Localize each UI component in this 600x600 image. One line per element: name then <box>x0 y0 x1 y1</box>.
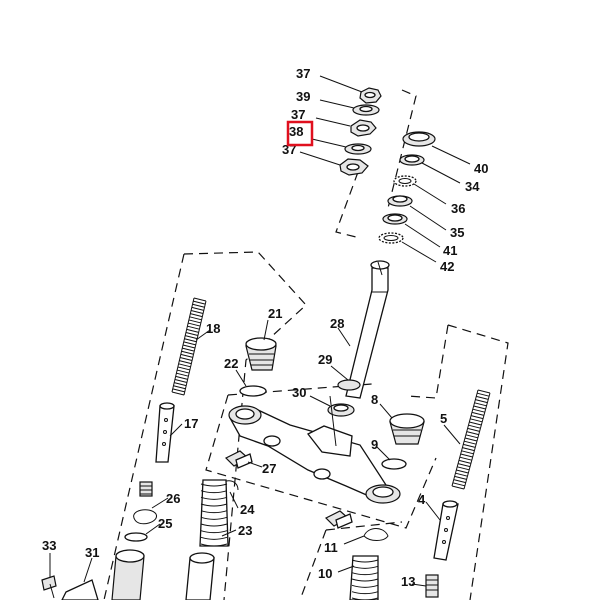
clip-12 <box>363 528 389 541</box>
callout-labels: 37 39 37 38 37 40 34 36 35 41 42 21 18 2… <box>42 66 488 589</box>
callout-25: 25 <box>158 516 172 531</box>
boot-23 <box>199 479 229 547</box>
ball-ring-36 <box>393 175 417 187</box>
o-ring-22 <box>239 385 267 397</box>
washer-38 <box>344 143 372 155</box>
callout-8: 8 <box>371 392 378 407</box>
callout-36: 36 <box>451 201 465 216</box>
callout-17: 17 <box>184 416 198 431</box>
callout-18: 18 <box>206 321 220 336</box>
cap-bolt-8 <box>389 413 425 445</box>
callout-28: 28 <box>330 316 344 331</box>
leader-lines <box>49 75 471 587</box>
bolt-11 <box>324 510 353 529</box>
spring-26 <box>139 481 153 497</box>
callout-38: 38 <box>289 124 303 139</box>
callout-4: 4 <box>418 492 426 507</box>
callout-11: 11 <box>324 540 338 555</box>
inner-tube <box>185 552 215 600</box>
washer-25 <box>124 532 148 542</box>
bracket-31 <box>61 579 99 600</box>
nut-37-top <box>359 87 382 104</box>
highlight-box-38 <box>286 120 314 147</box>
callout-33: 33 <box>42 538 56 553</box>
callout-13: 13 <box>401 574 415 589</box>
callout-29: 29 <box>318 352 332 367</box>
callout-41: 41 <box>443 243 457 258</box>
bolt-33 <box>41 575 57 599</box>
callout-10: 10 <box>318 566 332 581</box>
callout-22: 22 <box>224 356 238 371</box>
race-34 <box>399 154 425 166</box>
bearing-40 <box>402 131 436 147</box>
callout-37-middle: 37 <box>291 107 305 122</box>
outer-tube-left <box>111 549 145 600</box>
nut-37-bottom <box>339 158 369 176</box>
callout-27: 27 <box>262 461 276 476</box>
spring-13 <box>425 574 439 598</box>
callout-5: 5 <box>440 411 447 426</box>
washer-39 <box>352 104 380 116</box>
nut-37-middle <box>350 119 377 137</box>
race-41 <box>382 213 408 225</box>
callout-40: 40 <box>474 161 488 176</box>
callout-31: 31 <box>85 545 99 560</box>
callout-37-top: 37 <box>296 66 310 81</box>
race-35 <box>387 195 413 207</box>
callout-21: 21 <box>268 306 282 321</box>
under-bracket <box>228 395 401 504</box>
bolt-27 <box>224 450 253 469</box>
o-ring-9 <box>381 458 407 470</box>
spring-18 <box>171 297 207 396</box>
boot-10 <box>349 555 379 600</box>
rod-17 <box>155 402 175 463</box>
bearing-30 <box>327 403 355 417</box>
cap-bolt-21 <box>245 337 277 371</box>
callout-26: 26 <box>166 491 180 506</box>
ball-ring-42 <box>378 232 404 244</box>
callout-42: 42 <box>440 259 454 274</box>
rod-4 <box>433 500 459 561</box>
callout-9: 9 <box>371 437 378 452</box>
ring-29 <box>337 379 361 391</box>
callout-39: 39 <box>296 89 310 104</box>
steering-stem-28 <box>345 260 390 399</box>
spring-5 <box>451 389 491 490</box>
callout-34: 34 <box>465 179 480 194</box>
callout-35: 35 <box>450 225 464 240</box>
callout-24: 24 <box>240 502 255 517</box>
callout-23: 23 <box>238 523 252 538</box>
callout-30: 30 <box>292 385 306 400</box>
